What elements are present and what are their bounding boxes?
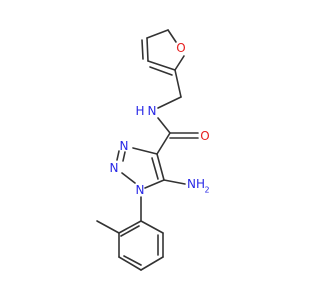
bond-tolyl-c4-c5 [140,256,164,271]
bond-n3-c4 [132,147,158,155]
bond-carbonyl-c4 [156,132,171,155]
bond-n1-n2 [121,172,136,184]
bond-c5-nh2 [163,179,186,185]
atom-n3-triazole: N [120,139,129,153]
bond-tolyl-c1-c2-double [120,225,140,237]
bond-tolyl-c3-c4 [118,256,142,271]
atom-n1-triazole: N [136,183,145,197]
bond-furan-ch2 [174,69,182,98]
bond-tolyl-c6-c1 [140,220,164,234]
atom-o-furan: O [176,41,185,55]
bond-furan-c2-c3-double [149,66,173,76]
bond-c5-n1 [144,179,165,189]
bond-furan-c4-c5 [146,29,169,39]
atom-nh2-subscript: 2 [204,186,209,195]
atom-h-amide: H [135,104,144,118]
bond-nh-carbonyl [157,117,171,134]
atom-nh2-amino: NH [187,177,205,191]
atom-labels: O N H O N N N NH 2 [110,41,210,197]
atom-n2-triazole: N [110,161,119,175]
bond-furan-c3-c4-double [141,39,144,60]
bond-c4-c5-double [151,157,159,180]
bonds [96,29,199,271]
bond-tolyl-c3-c4-double [123,255,142,266]
bond-furan-c5-o [167,29,177,43]
bond-n2-n3-double [122,151,126,162]
atom-o-carbonyl: O [200,129,209,143]
bond-furan-c2-c3 [147,60,176,71]
bond-c4-c5 [156,153,165,181]
bond-tolyl-methyl [96,220,120,234]
bond-ch2-nh [157,96,182,109]
bond-n2-n3 [116,150,120,161]
molecule-structure: O N H O N N N NH 2 [96,29,210,271]
atom-n-amide: N [148,104,157,118]
bond-furan-c3-c4 [146,37,149,62]
bond-tolyl-c1-c2 [118,220,142,234]
bond-furan-o-c2 [174,55,185,71]
